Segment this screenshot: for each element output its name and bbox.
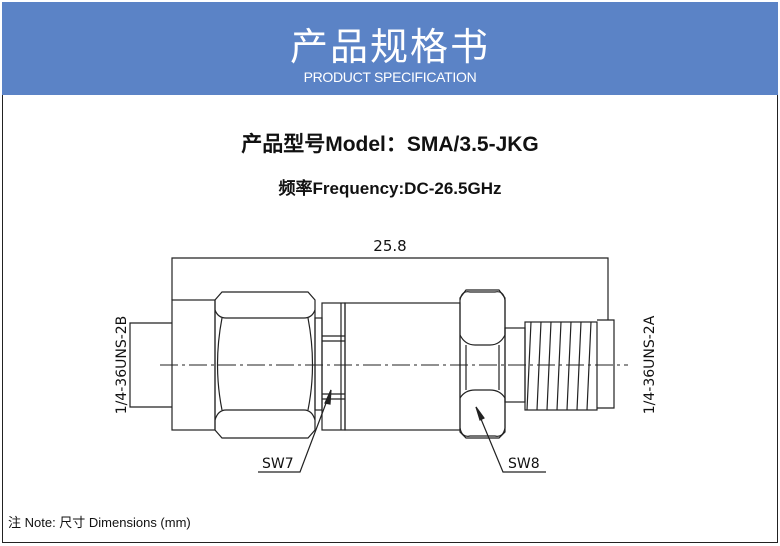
washer	[321, 302, 346, 431]
sw7-leader: SW7	[258, 389, 332, 473]
right-end	[597, 319, 615, 409]
sw7-label: SW7	[262, 456, 294, 472]
content-frame	[2, 95, 778, 543]
frequency-label: 频率Frequency:DC-26.5GHz	[278, 179, 502, 198]
dimensions-note: 注 Note: 尺寸 Dimensions (mm)	[8, 515, 191, 530]
length-dim-text: 25.8	[373, 237, 406, 255]
length-dimension: 25.8	[171, 237, 609, 320]
model-label: 产品型号Model：SMA/3.5-JKG	[241, 133, 539, 156]
left-thread-label: 1/4-36UNS-2B	[114, 316, 130, 415]
header-banner: 产品规格书 PRODUCT SPECIFICATION	[2, 2, 778, 95]
right-thread-label: 1/4-36UNS-2A	[642, 315, 658, 414]
left-pin	[129, 322, 172, 408]
page-subtitle: PRODUCT SPECIFICATION	[303, 69, 477, 85]
sw8-leader: SW8	[475, 406, 546, 473]
thread-section	[524, 321, 598, 411]
sw8-label: SW8	[508, 456, 540, 472]
body-cylinder	[344, 302, 461, 431]
hex-nut-sw8	[459, 289, 506, 439]
page-title: 产品规格书	[289, 25, 490, 69]
neck-left	[314, 317, 323, 411]
